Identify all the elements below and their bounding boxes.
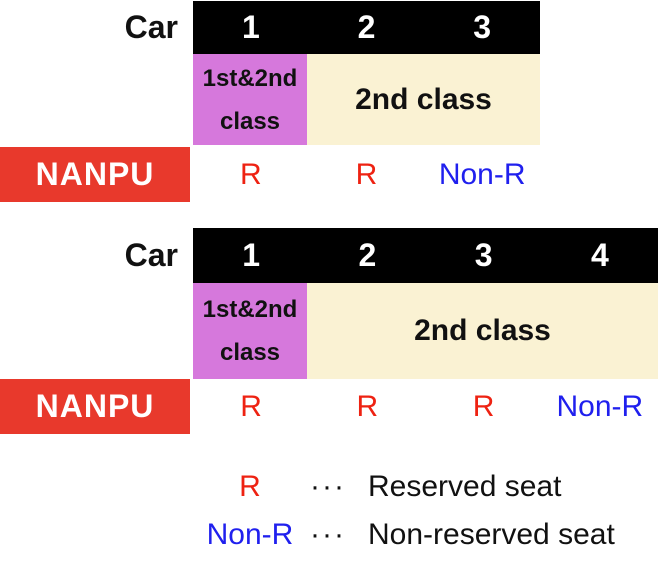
seat-type-car1: R bbox=[240, 157, 262, 191]
first-second-class-cell: 1st&2nd class bbox=[193, 54, 307, 145]
seat-type-row: R R Non-R bbox=[193, 147, 540, 202]
class-label-line-1: 1st&2nd bbox=[202, 296, 298, 323]
legend-description-non-reserved: Non-reserved seat bbox=[368, 518, 615, 551]
second-class-cell: 2nd class bbox=[307, 54, 540, 145]
legend-item-non-reserved: Non-R ··· Non-reserved seat bbox=[0, 514, 660, 556]
car-number-3: 3 bbox=[473, 9, 492, 45]
seat-type-car2: R bbox=[356, 389, 379, 423]
car-number-4: 4 bbox=[590, 237, 609, 273]
car-number-2: 2 bbox=[358, 237, 377, 273]
car-number-header: 1 2 3 4 bbox=[193, 228, 658, 283]
train-name-badge: NANPU bbox=[0, 147, 190, 202]
legend-description-reserved: Reserved seat bbox=[368, 470, 562, 503]
car-number-3: 3 bbox=[474, 237, 493, 273]
seat-type-row: R R R Non-R bbox=[193, 379, 658, 434]
seat-type-car4: Non-R bbox=[556, 389, 644, 423]
legend-symbol-reserved: R bbox=[239, 470, 261, 503]
seat-type-car3: R bbox=[472, 389, 495, 423]
first-second-class-cell: 1st&2nd class bbox=[193, 283, 307, 379]
seat-type-car3: Non-R bbox=[438, 157, 526, 191]
second-class-cell: 2nd class bbox=[307, 283, 658, 379]
car-number-1: 1 bbox=[241, 9, 260, 45]
legend-symbol-non-reserved: Non-R bbox=[206, 518, 294, 551]
car-number-header: 1 2 3 bbox=[193, 1, 540, 54]
class-label-line-2: class bbox=[219, 339, 281, 366]
legend-separator-dots: ··· bbox=[310, 470, 346, 503]
seat-type-car2: R bbox=[355, 157, 378, 191]
car-row-label: Car bbox=[124, 237, 178, 273]
legend-separator-dots: ··· bbox=[310, 518, 346, 551]
legend-item-reserved: R ··· Reserved seat bbox=[0, 466, 660, 508]
class-label-line-1: 1st&2nd bbox=[202, 64, 298, 92]
car-number-1: 1 bbox=[242, 237, 261, 273]
class-label-line-2: class bbox=[219, 107, 281, 135]
train-name-badge: NANPU bbox=[0, 379, 190, 434]
seat-type-car1: R bbox=[240, 389, 262, 423]
car-row-label: Car bbox=[124, 9, 178, 45]
car-number-2: 2 bbox=[357, 9, 376, 45]
